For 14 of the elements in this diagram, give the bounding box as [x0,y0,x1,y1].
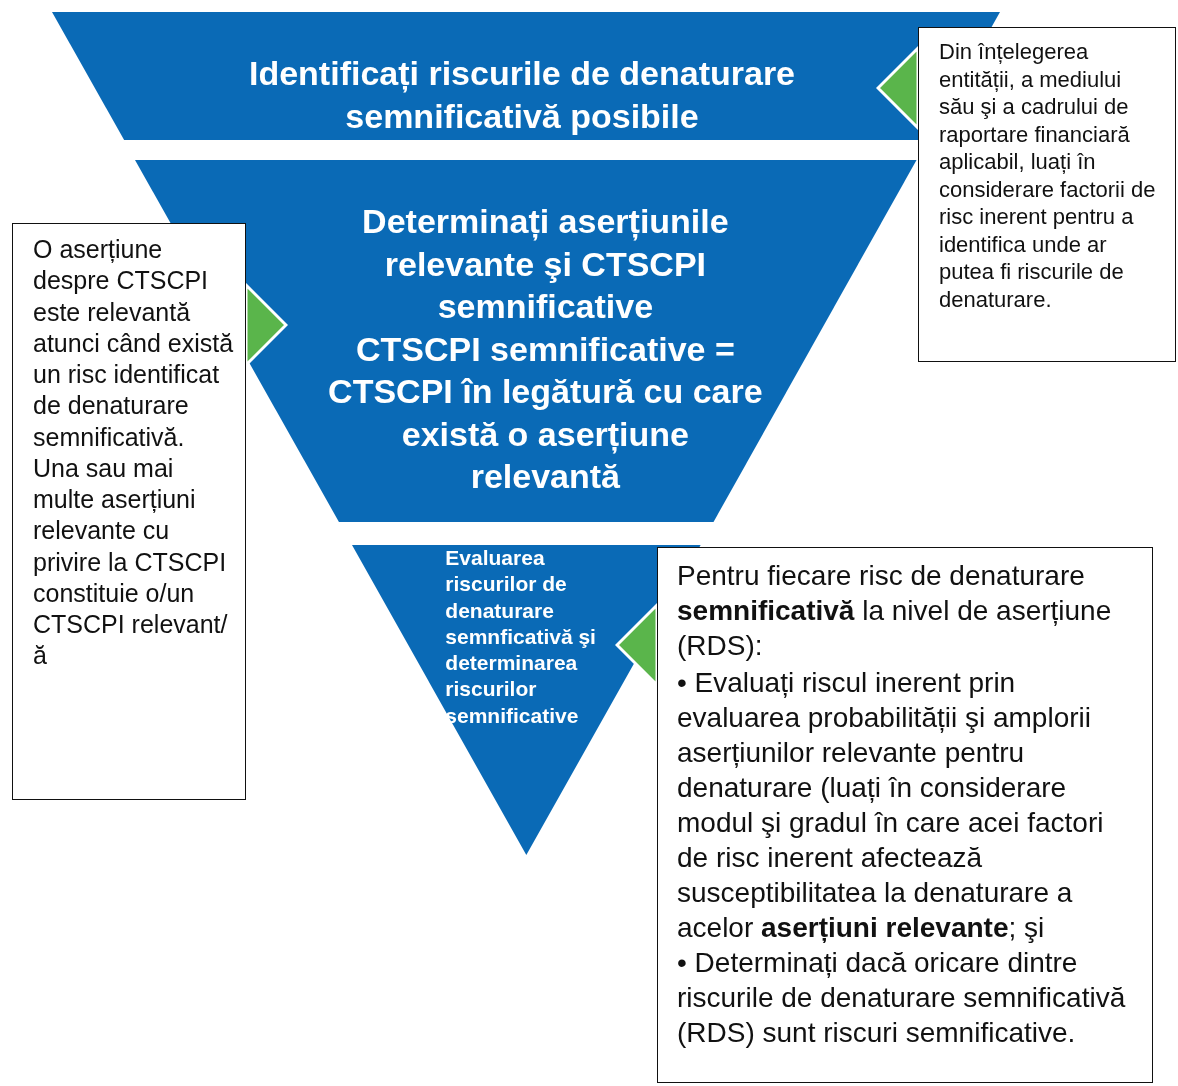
bullet-text: • Determinați dacă oricare dintre riscurile de denaturare semnificativă (RDS) sunt riscuri semnificative. [677,946,1127,1050]
callout-text: O aserțiune despre CTSCPI este relevantă atunci când există un risc identificat de denaturare semnificativă. Una sau mai multe aserțiuni relevante cu privire la CTSCPI constituie o/un CTSCPI relevant/ă [33,234,235,672]
chevron-arrow [876,46,920,130]
callout-box [918,27,1176,362]
band-title: Determinați aserțiunile relevante şi CTSCPI semnificative [361,201,730,327]
band-title: CTSCPI semnificative = CTSCPI în legătură cu care există o aserțiune relevantă [327,328,764,497]
callout-text: Pentru fiecare risc de denaturare semnificativă la nivel de aserțiune (RDS): [677,559,1113,663]
callout-box [12,223,246,800]
callout-box [657,547,1153,1083]
bullet-text: • Evaluați riscul inerent prin evaluarea probabilității şi amplorii aserțiunilor relevante pentru denaturare (luați în considerare modul şi gradul în care acei factori de risc inerent afectează susceptibilitatea la denaturare a acelor aserțiuni relevante; şi [677,666,1105,945]
callout-text: Din înțelegerea entității, a mediului său şi a cadrului de raportare financiară aplicabil, luați în considerare factorii de risc inerent pentru a identifica unde ar putea fi riscurile de denaturare. [939,38,1157,313]
chevron-arrow [244,283,288,367]
band-title: Evaluarea riscurilor de denaturare semnficativă şi determinarea riscurilor semnificative [445,545,597,729]
band-title: Identificați riscurile de denaturare semnificativă posibile [247,53,797,137]
